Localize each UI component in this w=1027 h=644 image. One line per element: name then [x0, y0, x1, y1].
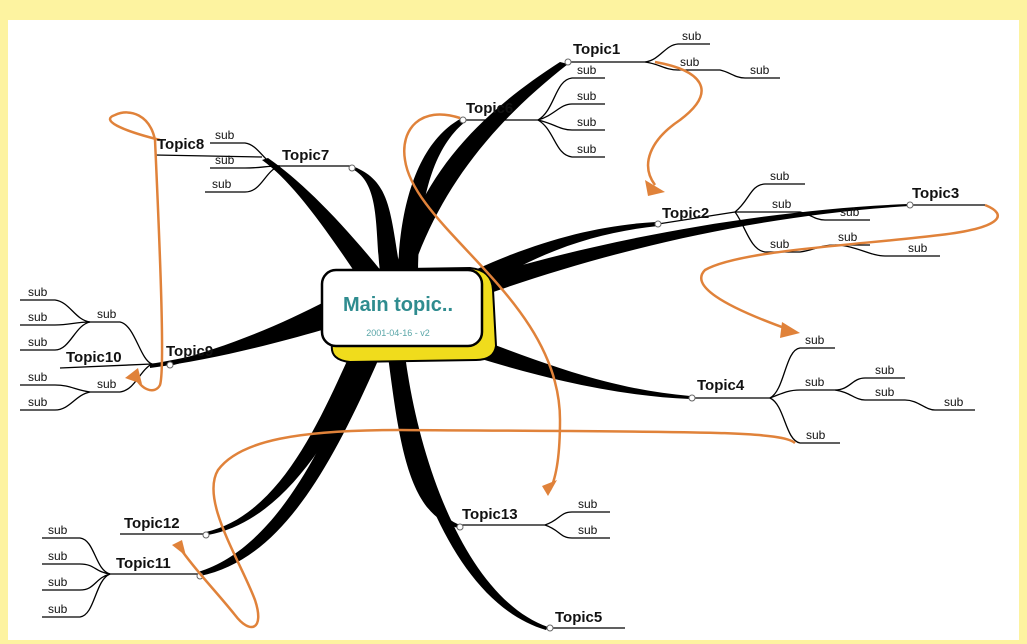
branch-topic6	[398, 118, 465, 274]
topic-10[interactable]: Topic10	[66, 349, 122, 366]
topic-6[interactable]: Topic6	[466, 100, 513, 117]
sub-label[interactable]: sub	[805, 333, 825, 347]
sub-labels: sub sub sub sub sub sub sub sub sub sub …	[28, 29, 964, 616]
topic-3[interactable]: Topic3	[912, 185, 959, 202]
arrow-topic6-topic13	[403, 113, 562, 491]
sub-label[interactable]: sub	[28, 310, 48, 324]
sub-label[interactable]: sub	[48, 602, 68, 616]
topic-labels: Topic1 Topic2 Topic3 Topic4 Topic5 Topic…	[66, 41, 959, 626]
sub-label[interactable]: sub	[680, 55, 700, 69]
sub-label[interactable]: sub	[772, 197, 792, 211]
sub-label[interactable]: sub	[770, 169, 790, 183]
sub-label[interactable]: sub	[577, 115, 597, 129]
sub-label[interactable]: sub	[875, 385, 895, 399]
arrow-topic8-topic10	[108, 111, 164, 392]
sub-label[interactable]: sub	[682, 29, 702, 43]
main-topic-title: Main topic..	[343, 294, 453, 316]
sub-label[interactable]: sub	[28, 335, 48, 349]
sub-label[interactable]: sub	[97, 377, 117, 391]
arrow-heads	[125, 180, 800, 556]
sub-label[interactable]: sub	[28, 395, 48, 409]
sub-label[interactable]: sub	[48, 575, 68, 589]
sub-label[interactable]: sub	[840, 205, 860, 219]
main-topic-date: 2001-04-16 - v2	[366, 328, 430, 338]
sub-label[interactable]: sub	[215, 128, 235, 142]
topic-5[interactable]: Topic5	[555, 609, 602, 626]
sub-label[interactable]: sub	[28, 285, 48, 299]
sub-label[interactable]: sub	[577, 89, 597, 103]
branch-topic4	[478, 340, 690, 399]
sub-label[interactable]: sub	[577, 142, 597, 156]
branch-topic7	[352, 166, 400, 272]
sub-label[interactable]: sub	[770, 237, 790, 251]
sub-label[interactable]: sub	[48, 549, 68, 563]
branch-topic5	[390, 355, 548, 630]
sub-label[interactable]: sub	[97, 307, 117, 321]
topic-4[interactable]: Topic4	[697, 377, 745, 394]
sub-label[interactable]: sub	[578, 497, 598, 511]
arrow-topic1-topic2	[646, 60, 703, 186]
sub-label[interactable]: sub	[806, 428, 826, 442]
topic-8[interactable]: Topic8	[157, 136, 204, 153]
sub-label[interactable]: sub	[212, 177, 232, 191]
sub-label[interactable]: sub	[908, 241, 928, 255]
sub-label[interactable]: sub	[838, 230, 858, 244]
topic-11[interactable]: Topic11	[116, 555, 171, 572]
branch-topic10	[150, 312, 325, 368]
map-canvas	[8, 20, 1019, 640]
branches	[150, 62, 910, 630]
sub-label[interactable]: sub	[28, 370, 48, 384]
main-topic-box	[320, 268, 484, 348]
sub-label[interactable]: sub	[215, 153, 235, 167]
sub-label[interactable]: sub	[875, 363, 895, 377]
topic-1[interactable]: Topic1	[573, 41, 620, 58]
arrow-topic4-topic11	[178, 428, 796, 629]
sub-label[interactable]: sub	[578, 523, 598, 537]
sub-label[interactable]: sub	[805, 375, 825, 389]
branch-topic11	[198, 352, 380, 576]
topic-7[interactable]: Topic7	[282, 147, 329, 164]
topic-13[interactable]: Topic13	[462, 506, 518, 523]
topic-9[interactable]: Topic9	[166, 343, 213, 360]
sub-label[interactable]: sub	[944, 395, 964, 409]
branch-topic2	[475, 222, 658, 290]
sub-lines	[20, 43, 985, 629]
main-topic[interactable]: Main topic.. 2001-04-16 - v2	[320, 266, 498, 364]
branch-topic8	[262, 158, 382, 280]
branch-topic12	[206, 350, 372, 535]
sub-label[interactable]: sub	[750, 63, 770, 77]
topic-2[interactable]: Topic2	[662, 205, 709, 222]
sub-label[interactable]: sub	[48, 523, 68, 537]
arrow-topic3-topic4	[700, 203, 999, 332]
sub-label[interactable]: sub	[577, 63, 597, 77]
topic-12[interactable]: Topic12	[124, 515, 180, 532]
relationship-arrows	[108, 60, 999, 629]
branch-topic13	[388, 355, 460, 528]
